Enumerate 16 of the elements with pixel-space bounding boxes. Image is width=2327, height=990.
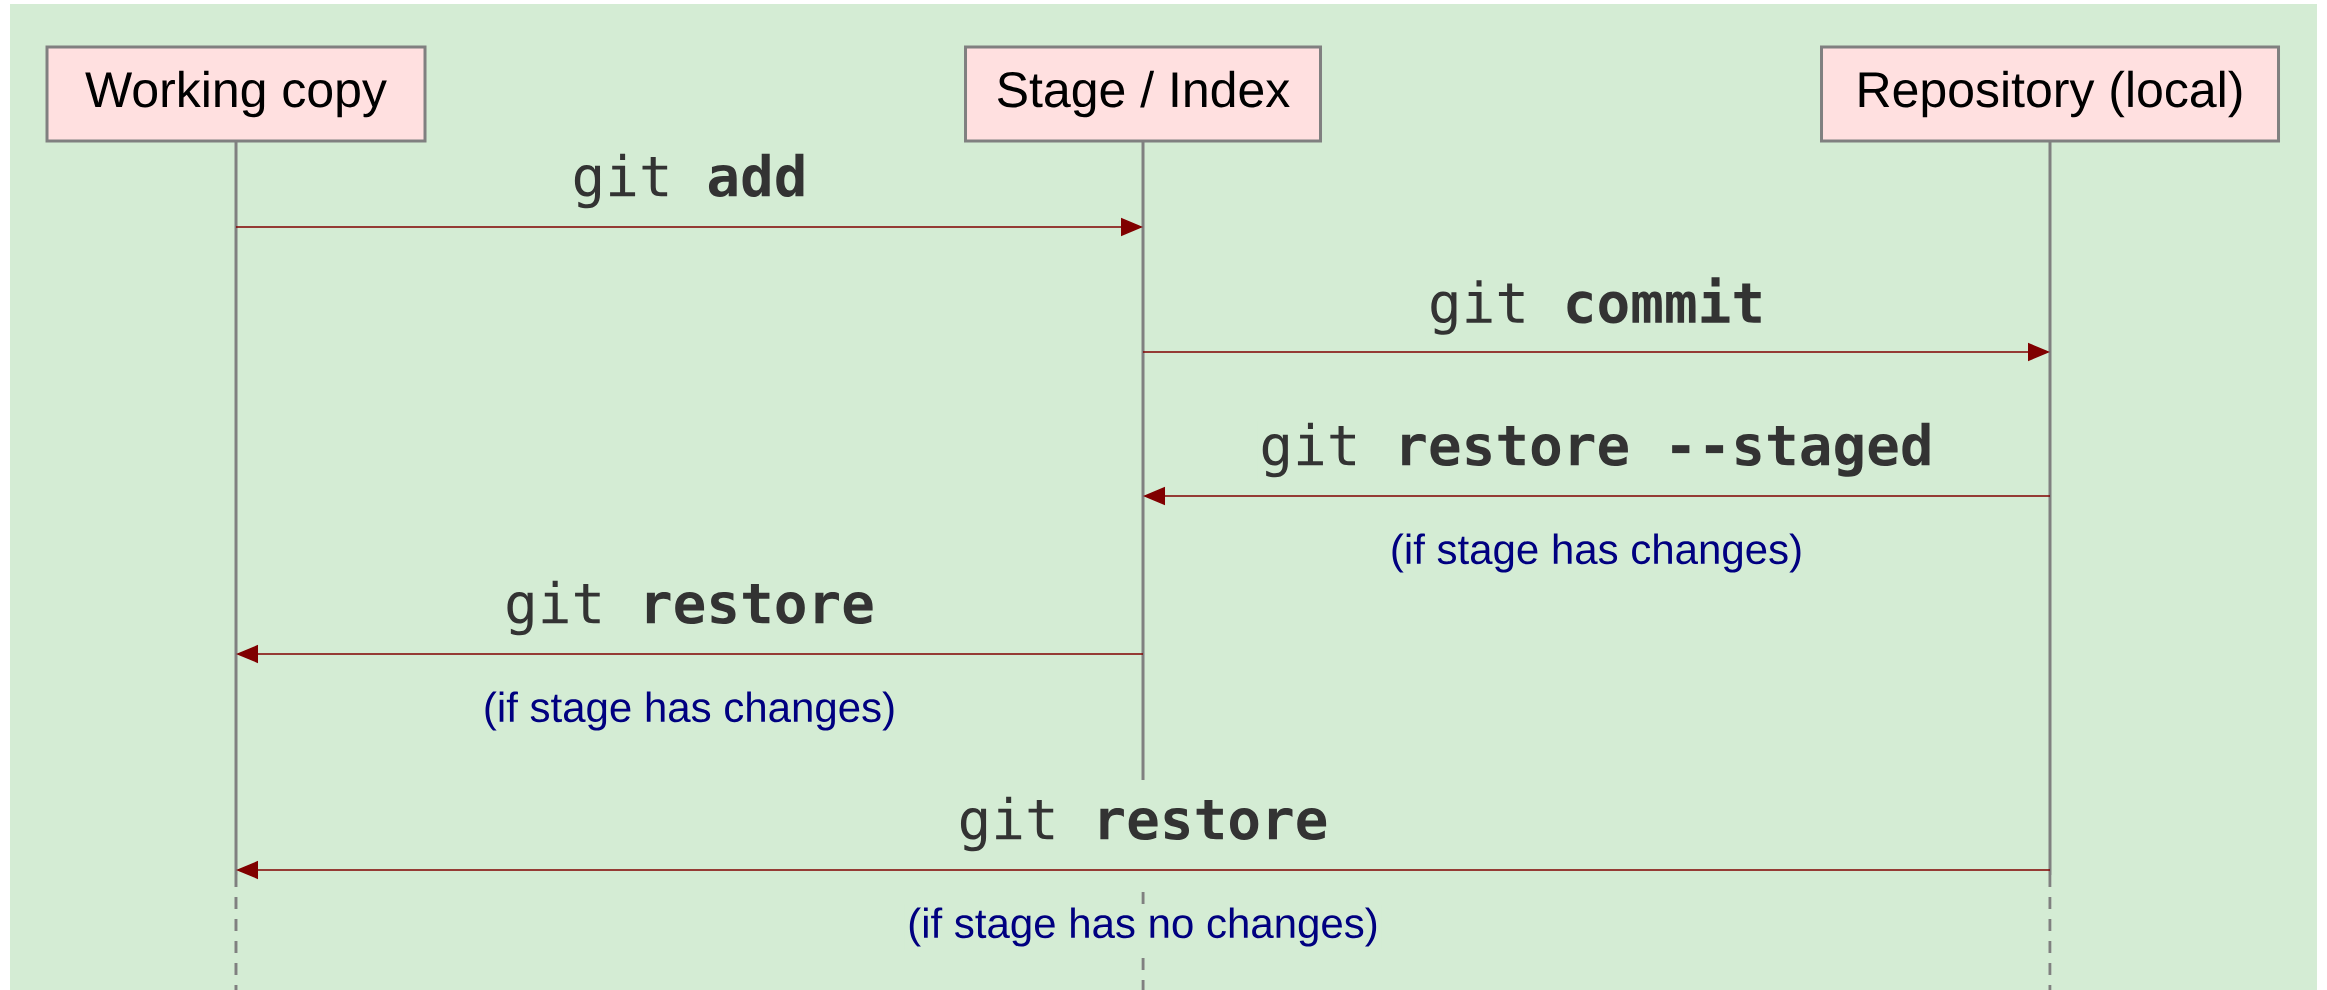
- note-text: (if stage has no changes): [904, 904, 1382, 950]
- lifeline: [2048, 141, 2052, 875]
- lifeline: [234, 141, 238, 875]
- lifeline-extension: [234, 875, 238, 990]
- edge-label: git add: [569, 151, 810, 211]
- note-text: (if stage has changes): [1386, 530, 1807, 576]
- participant-box: Working copy: [45, 45, 427, 143]
- lifeline-extension: [2048, 875, 2052, 990]
- note-text: (if stage has changes): [479, 688, 900, 734]
- edge-label: git commit: [1425, 275, 1768, 337]
- participant-box: Repository (local): [1820, 45, 2280, 143]
- edge-label: git restore: [502, 578, 877, 638]
- edge-label: git restore --staged: [1257, 420, 1936, 480]
- lifeline: [1141, 141, 1145, 780]
- edge-label: git restore: [955, 794, 1331, 854]
- participant-box: Stage / Index: [964, 45, 1322, 143]
